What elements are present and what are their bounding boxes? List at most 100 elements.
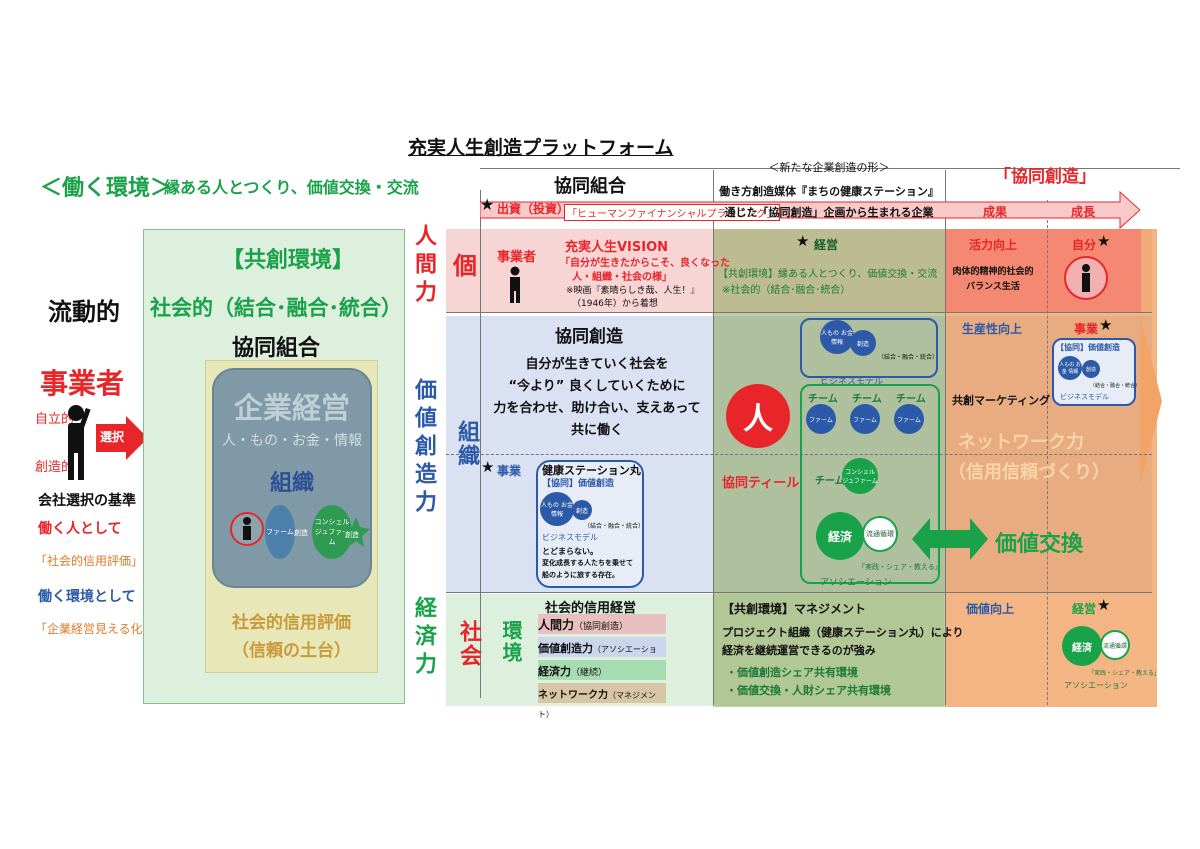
kyodo-sozo-title: 協同創造 xyxy=(555,327,623,347)
kankyo-label: 環境 xyxy=(499,620,523,664)
jibun-person-icon xyxy=(1064,256,1108,300)
bm-ketsugo: （結合・融合・統合） xyxy=(878,354,939,361)
bm-resource-label: 人もの お金 情報 xyxy=(821,330,853,346)
keizai-small-label: 経済 xyxy=(1072,642,1092,654)
farm-3-label: ファーム xyxy=(897,416,921,424)
grid-line-v1 xyxy=(480,190,481,698)
farm-bubble-2: ファーム xyxy=(850,404,880,434)
kyodo-line-2: “今より” 良くしていくために xyxy=(508,379,686,394)
grid-line-v2 xyxy=(713,170,714,705)
keizai-bubble: 経済 xyxy=(816,512,864,560)
mini-resource-label: 人もの お金 情報 xyxy=(1059,362,1081,375)
resources-label: 人・もの・お金・情報 xyxy=(222,433,362,449)
keizai-ryoku-label: 経済力 xyxy=(411,596,436,680)
ko-red-cell xyxy=(945,229,1141,312)
jigyo2-label: 事業 xyxy=(1074,322,1099,336)
grid-line-h3 xyxy=(446,592,1152,593)
row-shakai-label: 社会 xyxy=(456,620,481,668)
mini-sozo-bubble: 創造 xyxy=(1082,360,1100,378)
kyoso-env-line: 【共創環境】縁ある人とつくり、価値交換・交流 xyxy=(718,269,938,280)
farm-label: ファーム xyxy=(266,528,294,536)
mini-kachi-label: 【協同】価値創造 xyxy=(1056,343,1120,352)
pillar-network: ネットワーク力（マネジメント） xyxy=(538,683,666,719)
kumiai-header: 協同組合 xyxy=(554,176,626,197)
keizai-label: 経済 xyxy=(827,529,852,544)
kyodo-line-1: 自分が生きていく社会を xyxy=(525,357,669,372)
star-icon-jigyo2: ★ xyxy=(1099,316,1113,334)
hfp-label: 「ヒューマンファイナンシャルプランニング」 xyxy=(564,204,780,221)
farm-bubble: ファーム xyxy=(265,505,295,559)
team-1: チーム xyxy=(808,394,838,405)
station-resource-bubble: 人もの お金 情報 xyxy=(540,492,574,526)
shinyo-keiei-title: 社会的信用経営 xyxy=(545,601,637,616)
jigyo-label: 事業 xyxy=(497,464,522,478)
grid-line-h1 xyxy=(446,312,1152,313)
concierge-farm-label: コンシェルジュファーム xyxy=(842,469,878,485)
mini-ketsugo: （結合・融合・統合） xyxy=(1090,383,1141,389)
as-environment-label: 働く環境として xyxy=(38,589,136,605)
social-eval-label: 社会的信用評価 xyxy=(232,613,351,633)
concierge-label: コンシェルジュファーム xyxy=(314,518,350,546)
kyoso-subtitle: 社会的（結合･融合･統合） xyxy=(150,296,402,320)
pillar-kachi: 価値創造力（アソシエーション） xyxy=(538,637,666,673)
kyodo-sozo-header: 「協同創造」 xyxy=(994,167,1096,187)
sozo-small: 創造 xyxy=(294,529,308,537)
farm-bubble-3: ファーム xyxy=(894,404,924,434)
marketing-label: 共創マーケティング xyxy=(952,394,1051,407)
select-arrow xyxy=(96,416,148,460)
bm-sozo-bubble: 創造 xyxy=(850,330,876,356)
grid-line-v3 xyxy=(945,170,946,705)
team-3: チーム xyxy=(896,394,926,405)
grid-line-h2 xyxy=(446,454,1152,455)
mgmt-line-1: プロジェクト組織（健康ステーション丸）により xyxy=(722,626,964,639)
mgmt-line-4: ・価値交換・人財シェア共有環境 xyxy=(726,684,891,697)
hito-circle: 人 xyxy=(726,384,790,448)
mini-sozo-label: 創造 xyxy=(1085,366,1096,373)
trust-foundation-label: （信頼の土台） xyxy=(232,641,351,661)
association-small: アソシエーション xyxy=(1064,681,1128,690)
station-sozo-bubble: 創造 xyxy=(572,500,592,520)
platform-title: 充実人生創造プラットフォーム xyxy=(408,137,674,159)
mgmt-line-3: ・価値創造シェア共有環境 xyxy=(726,666,858,679)
sozo-small-2: 創造 xyxy=(345,531,359,539)
mini-bm: ビジネスモデル xyxy=(1060,393,1109,401)
station-medium-label: 働き方創造媒体『まちの健康ステーション』 xyxy=(719,185,939,198)
team-4: チーム xyxy=(815,476,845,487)
bm-box xyxy=(800,318,938,378)
concierge-farm-bubble: コンシェルジュファーム xyxy=(842,458,878,494)
grid-line-v4 xyxy=(1047,200,1048,705)
pillar-kachi-label: 価値創造力 xyxy=(538,642,593,655)
association-label: アソシエーション xyxy=(820,578,892,588)
balance-line-2: バランス生活 xyxy=(966,282,1020,292)
person-icon xyxy=(68,405,91,480)
seika-label: 成果 xyxy=(982,205,1007,219)
station-card xyxy=(536,460,644,588)
kachi-sozo-label: 価値創造力 xyxy=(411,378,436,518)
seicho-label: 成長 xyxy=(1070,205,1095,219)
star-icon-jibun: ★ xyxy=(1097,232,1111,250)
station-kachi: 【協同】価値創造 xyxy=(542,479,615,489)
movie-note: ※映画『素晴らしき哉、人生！』 xyxy=(566,286,700,296)
association-frame xyxy=(800,384,940,584)
mgmt-line-2: 経済を継続運営できるのが強み xyxy=(722,644,876,657)
keiei-small-label: 経営 xyxy=(1072,602,1097,616)
pillar-keizai: 経済力（継続） xyxy=(538,660,666,680)
ryutsu-small-bubble: 流通循環 xyxy=(1100,630,1130,660)
katsuryoku-label: 活力向上 xyxy=(968,238,1017,252)
new-form-label: ＜新たな企業創造の形＞ xyxy=(768,161,890,174)
jigyosha-label: 事業者 xyxy=(40,367,125,400)
station-resource-label: 人もの お金 情報 xyxy=(541,502,573,518)
teal-label: 協同ティール xyxy=(722,476,800,491)
star-icon-shusshi: ★ xyxy=(480,195,495,214)
pillar-keizai-sub: （継続） xyxy=(571,668,608,678)
bm-label: ビジネスモデル xyxy=(820,377,884,387)
jibun-label: 自分 xyxy=(1072,238,1097,252)
ryutsu-label: 流通循環 xyxy=(866,530,894,538)
farm-bubble-1: ファーム xyxy=(806,404,836,434)
star-icon-keiei2: ★ xyxy=(1097,596,1111,614)
as-worker-label: 働く人として xyxy=(38,521,122,537)
farm-1-label: ファーム xyxy=(809,416,833,424)
env-subtitle: 縁ある人とつくり、価値交換・交流 xyxy=(164,178,419,197)
station-bm: ビジネスモデル xyxy=(542,533,598,542)
vision-label: 充実人生VISION xyxy=(565,240,669,255)
